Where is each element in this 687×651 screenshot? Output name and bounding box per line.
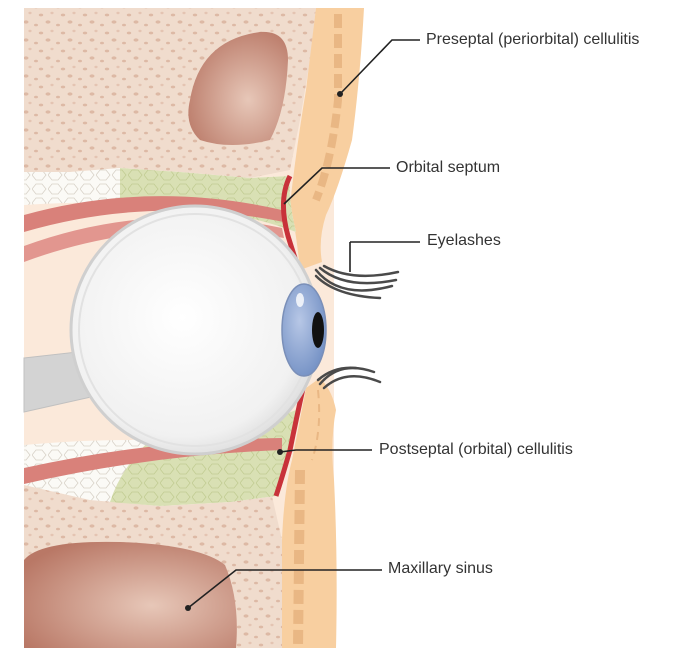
pupil — [312, 312, 324, 348]
leader-eyelashes — [350, 242, 420, 272]
label-postseptal-cellulitis: Postseptal (orbital) cellulitis — [379, 441, 573, 459]
label-preseptal-cellulitis: Preseptal (periorbital) cellulitis — [426, 31, 639, 49]
label-orbital-septum: Orbital septum — [396, 159, 500, 177]
maxilla-bone — [24, 485, 282, 648]
label-eyelashes: Eyelashes — [427, 232, 501, 250]
label-maxillary-sinus: Maxillary sinus — [388, 560, 493, 578]
frontal-bone — [24, 8, 316, 178]
